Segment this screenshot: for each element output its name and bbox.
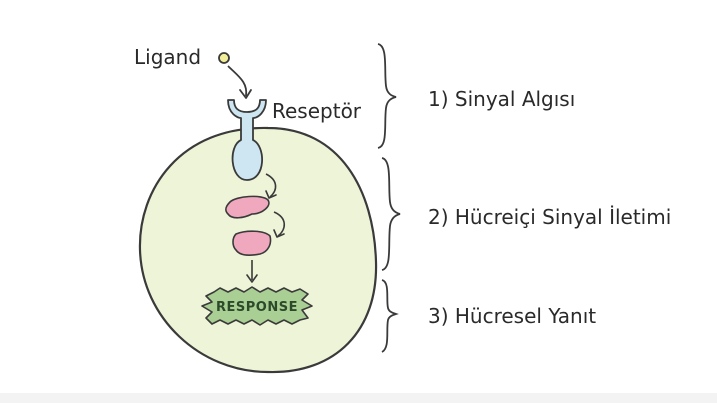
- brace-stage-1: [377, 43, 397, 149]
- relay-protein-2: [232, 230, 272, 256]
- ligand-to-receptor-arrow: [227, 65, 248, 97]
- receptor: [227, 99, 267, 181]
- response-burst: [201, 286, 313, 326]
- stage-label-2: 2) Hücreiçi Sinyal İletimi: [428, 205, 671, 229]
- response-label: RESPONSE: [216, 300, 298, 315]
- brace-stage-2: [381, 157, 401, 271]
- bottom-edge-strip: [0, 393, 717, 403]
- relay2-arrowhead: [273, 229, 285, 238]
- relay1-arrowhead: [265, 190, 277, 199]
- brace-stage-3: [381, 279, 399, 353]
- receptor-label: Reseptör: [272, 99, 362, 123]
- relay-to-relay-arrow: [273, 211, 286, 237]
- stage-label-1: 1) Sinyal Algısı: [428, 87, 575, 111]
- ligand-label: Ligand: [134, 45, 201, 69]
- ligand-arrowhead: [239, 89, 252, 99]
- receptor-to-relay-arrow: [265, 173, 277, 198]
- relay-protein-1: [225, 195, 270, 219]
- ligand-molecule: [218, 52, 230, 64]
- response-arrowhead: [246, 274, 258, 283]
- stage-label-3: 3) Hücresel Yanıt: [428, 304, 596, 328]
